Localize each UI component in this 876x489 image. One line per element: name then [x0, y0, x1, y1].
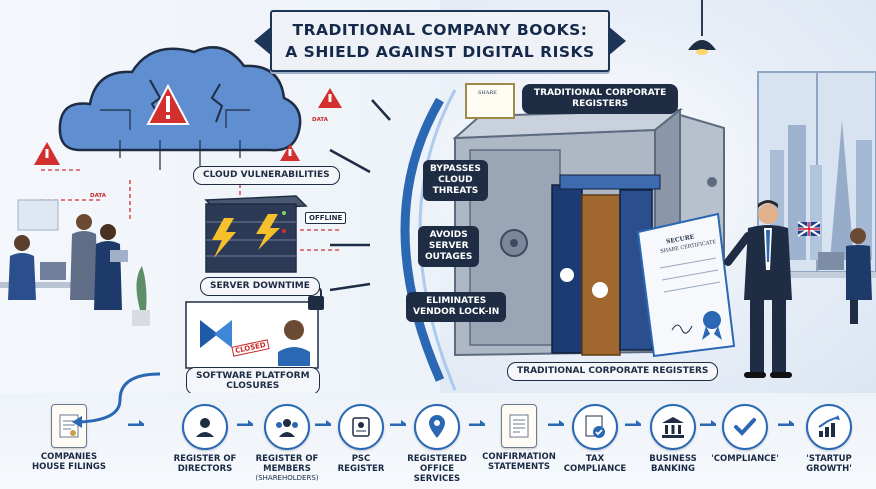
- benefit-2-line-2: Server: [428, 241, 469, 251]
- server-downtime-tag: Server Downtime: [200, 277, 320, 296]
- flow-arrow-icon: [625, 420, 641, 426]
- flow-step-label-2: Office: [419, 464, 455, 474]
- flow-step: RegisteredOfficeServices: [394, 404, 480, 484]
- shield-arc: [400, 97, 445, 382]
- flow-step-label: 'Startup: [806, 454, 852, 464]
- benefit-3-line-1: Eliminates: [426, 296, 487, 306]
- benefit-1-line-3: Threats: [432, 186, 479, 196]
- growth-chart-icon: [806, 404, 852, 450]
- flow-step-label: Register of: [173, 454, 237, 464]
- traditional-registers-bottom-tag: Traditional Corporate Registers: [507, 362, 719, 381]
- flow-arrow-icon: [315, 420, 331, 426]
- share-certificate: [636, 212, 736, 358]
- document-icon: [51, 404, 87, 448]
- registers-top-line-1: Traditional Corporate: [534, 88, 667, 98]
- flow-step: Register ofDirectors: [162, 404, 248, 474]
- flow-step-label-2: Members: [263, 464, 311, 474]
- warning-icons: [34, 88, 342, 165]
- left-office-scene: [0, 199, 150, 326]
- benefit-2-line-1: Avoids: [429, 230, 468, 240]
- cloud-graphic: [58, 46, 302, 170]
- tax-check-icon: [572, 404, 618, 450]
- flow-step-label: Business: [649, 454, 697, 464]
- flow-step: ConfirmationStatements: [476, 404, 562, 472]
- flow-step: 'Compliance': [702, 404, 788, 464]
- software-closures-tag: Software Platform Closures: [186, 367, 320, 395]
- benefit-eliminates-vendor-lock-in: Eliminates Vendor Lock-in: [406, 292, 507, 322]
- server-downtime-label: Server Downtime: [210, 281, 310, 291]
- flow-step-label-2: Directors: [177, 464, 233, 474]
- registers-bottom-label: Traditional Corporate Registers: [517, 366, 709, 376]
- flow-arrow-icon: [390, 420, 406, 426]
- flow-arrow-icon: [778, 420, 794, 426]
- person-icon: [182, 404, 228, 450]
- checkmark-icon: [722, 404, 768, 450]
- flow-step: TaxCompliance: [552, 404, 638, 474]
- cloud-vulnerabilities-label: Cloud Vulnerabilities: [203, 170, 330, 180]
- group-icon: [264, 404, 310, 450]
- flow-step-label-2: House Filings: [32, 462, 106, 472]
- connector-arrow-icon: [72, 372, 161, 428]
- benefit-1-line-2: Cloud: [438, 175, 473, 185]
- framed-certificate-label: SHARE: [478, 90, 497, 96]
- flow-step: Register ofMembers(Shareholders): [244, 404, 330, 483]
- uk-flag: [797, 221, 821, 237]
- flow-step-label: 'Compliance': [711, 454, 779, 464]
- framed-share-certificate: [465, 83, 515, 119]
- flow-step-label: Registered: [407, 454, 467, 464]
- flow-step-label: Companies: [40, 452, 98, 462]
- benefit-2-line-3: Outages: [425, 252, 473, 262]
- offline-badge: OFFLINE: [305, 212, 347, 224]
- flow-step: PSCRegister: [318, 404, 404, 474]
- bank-icon: [650, 404, 696, 450]
- flow-step: BusinessBanking: [630, 404, 716, 474]
- flow-step-label-2: Growth': [806, 464, 852, 474]
- title-banner: Traditional Company Books: A Shield Agai…: [254, 10, 626, 72]
- flow-step-label-2: Statements: [487, 462, 551, 472]
- badge-icon: [338, 404, 384, 450]
- flow-arrow-icon: [548, 420, 564, 426]
- benefit-3-line-2: Vendor Lock-in: [413, 307, 500, 317]
- flow-arrows: [329, 99, 391, 292]
- flow-step: 'StartupGrowth': [786, 404, 872, 474]
- ceiling-lamp: [688, 0, 716, 55]
- flow-step-label: Register of: [255, 454, 319, 464]
- flow-arrow-icon: [469, 420, 485, 426]
- flow-step-label: Confirmation: [482, 452, 556, 462]
- data-label-small-1: DATA: [312, 117, 328, 123]
- flow-arrow-icon: [700, 420, 716, 426]
- server-rack: [204, 195, 308, 273]
- right-desk-scene: [790, 228, 876, 324]
- flow-step-label-2: Banking: [650, 464, 695, 474]
- flow-arrow-icon: [237, 420, 253, 426]
- registers-top-line-2: Registers: [572, 99, 629, 109]
- title-line-2: A Shield Against Digital Risks: [285, 43, 595, 61]
- flow-step-label: Tax: [585, 454, 605, 464]
- traditional-registers-top-tag: Traditional Corporate Registers: [522, 84, 679, 114]
- location-pin-icon: [414, 404, 460, 450]
- flow-step-label-2: Compliance: [563, 464, 627, 474]
- data-label-small-2: DATA: [90, 193, 106, 199]
- flow-step-sublabel: (Shareholders): [255, 474, 319, 482]
- software-closures-label-2: Closures: [226, 381, 280, 391]
- benefit-bypasses-cloud-threats: Bypasses Cloud Threats: [423, 160, 488, 201]
- flow-step: CompaniesHouse Filings: [26, 404, 112, 472]
- benefit-1-line-1: Bypasses: [430, 164, 481, 174]
- cloud-vulnerabilities-tag: Cloud Vulnerabilities: [193, 166, 340, 185]
- flow-arrow-icon: [128, 420, 144, 426]
- statement-icon: [501, 404, 537, 448]
- flow-step-label-2: Register: [337, 464, 385, 474]
- software-closures-label-1: Software Platform: [196, 371, 310, 381]
- title-line-1: Traditional Company Books:: [292, 21, 588, 39]
- benefit-avoids-server-outages: Avoids Server Outages: [418, 226, 480, 267]
- flow-step-sublabel: Services: [413, 474, 461, 484]
- businessman-figure: [724, 200, 792, 378]
- software-platform-window: [185, 286, 324, 369]
- flow-step-label: PSC: [351, 454, 371, 464]
